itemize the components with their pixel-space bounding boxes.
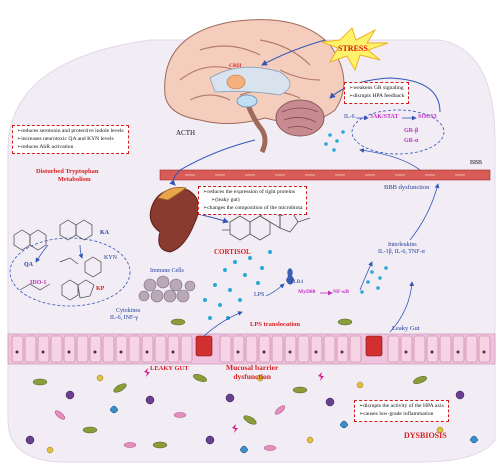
cortisol-particles — [203, 250, 272, 320]
cytokines-line: Cytokines — [116, 308, 141, 314]
tryptophan-molecules — [13, 219, 102, 301]
stress-label: STRESS — [338, 44, 368, 53]
immune-cells-cluster — [138, 275, 196, 303]
lps-label: LPS — [254, 292, 265, 298]
lps-translocation-label: LPS translocation — [250, 321, 301, 328]
arrow-stress-to-crh — [261, 39, 326, 66]
tlr4-receptor — [286, 268, 294, 285]
interleukin-particles — [324, 130, 388, 294]
gr-beta-label: GR-β — [404, 128, 419, 134]
dysbiosis-box-line: causes low-grade inflammation — [359, 411, 444, 419]
arrow-lps-translocation — [203, 311, 243, 337]
kyn-label: KYN — [104, 255, 117, 261]
acth-label: ACTH — [176, 129, 196, 137]
socs3-label: SOCS3 — [418, 114, 437, 120]
gr-box-line: weakens GR signaling — [349, 85, 404, 93]
il6-label: IL-6 — [344, 114, 355, 120]
jak-stat-ellipse — [351, 109, 445, 155]
arrow-crh-to-acth — [169, 139, 256, 186]
interleukins-line: Interleukins — [388, 242, 417, 248]
tryptophan-box-line: increases neurotoxic QA and KYN levels — [17, 136, 124, 144]
stress-star-icon — [321, 27, 389, 72]
intestinal-epithelium — [7, 333, 496, 365]
myd88-label: MyD88 — [298, 289, 316, 295]
mucosal-barrier-line: Mucosal barrier — [226, 363, 279, 372]
microbiota-illustration — [25, 318, 479, 454]
tryptophan-effects-box: reduces serotonin and protective indole … — [12, 125, 129, 155]
cortisol-box-line: changes the composition of the microbiot… — [203, 205, 302, 213]
arrow-leakygut-to-interleukins — [389, 281, 415, 333]
ido1-label: IDO-1 — [30, 280, 47, 286]
tryptophan-box-line: reduces serotonin and protective indole … — [17, 128, 123, 136]
kynurenine-pathway-ellipse — [9, 237, 131, 307]
dysbiosis-box-line: disrupts the activity of the HPA axis — [359, 403, 444, 411]
blood-brain-barrier — [159, 169, 491, 181]
leaky-gut-right-label: Leaky Gut — [392, 325, 420, 332]
cortisol-box-line-continued: (leaky gut) — [203, 197, 302, 205]
tlr4-label: TLR4 — [290, 279, 304, 285]
leaky-gut-left-label: LEAKY GUT — [150, 365, 189, 372]
gr-effects-box: weakens GR signaling disrupts HPA feedba… — [344, 82, 410, 104]
crh-label: CRH — [229, 63, 242, 69]
arrow-kyn-to-ka — [78, 244, 84, 259]
brain-illustration — [164, 19, 345, 154]
ka-label: KA — [100, 230, 109, 236]
cytokines-line: IL-6, INF-γ — [110, 315, 138, 322]
mucosal-barrier-line: dysfunction — [233, 371, 271, 381]
disturbed-tryptophan-line: Disturbed Tryptophan — [36, 168, 99, 175]
immune-cells-label: Immune Cells — [150, 268, 184, 274]
disturbed-tryptophan-label: Disturbed Tryptophan Metabolism — [36, 168, 98, 184]
dysbiosis-label: DYSBIOSIS — [404, 431, 447, 440]
kp-label: KP — [96, 286, 105, 292]
gr-alpha-label: GR-α — [404, 138, 419, 144]
arrow-jakstat-to-brain — [329, 77, 441, 113]
bbb-dysfunction-label: BBB dysfunction — [384, 184, 430, 191]
cortisol-effects-box: reduces the expression of tight proteins… — [198, 186, 308, 216]
disturbed-tryptophan-line: Metabolism — [57, 175, 91, 183]
interleukins-label: Interleukins IL-1β, IL-6, TNF-α — [378, 242, 425, 256]
arrow-nfkb-to-interleukins — [359, 261, 373, 291]
kidney-adrenal-illustration — [149, 187, 200, 253]
cortisol-box-line: reduces the expression of tight proteins — [203, 189, 302, 197]
nfkb-label: NF-κB — [333, 289, 349, 295]
jak-stat-label: JAK/STAT — [370, 114, 399, 120]
arrow-bbb-to-il6 — [359, 148, 421, 171]
arrow-lps-to-tlr4 — [265, 283, 285, 297]
bbb-label: BBB — [470, 160, 483, 166]
arrow-interleukins-to-bbb — [409, 183, 440, 241]
dysbiosis-effects-box: disrupts the activity of the HPA axis ca… — [354, 400, 449, 422]
interleukins-line: IL-1β, IL-6, TNF-α — [378, 249, 425, 256]
gr-box-line: disrupts HPA feedback — [349, 93, 404, 101]
qa-label: QA — [24, 262, 33, 268]
cortisol-label: CORTISOL — [214, 248, 251, 256]
cytokines-label: Cytokines IL-6, INF-γ — [110, 308, 140, 322]
tryptophan-box-line: reduces AhR activation — [17, 144, 124, 152]
arrow-kyn-to-qa — [35, 244, 49, 263]
mucosal-barrier-label: Mucosal barrier dysfunction — [226, 363, 279, 381]
